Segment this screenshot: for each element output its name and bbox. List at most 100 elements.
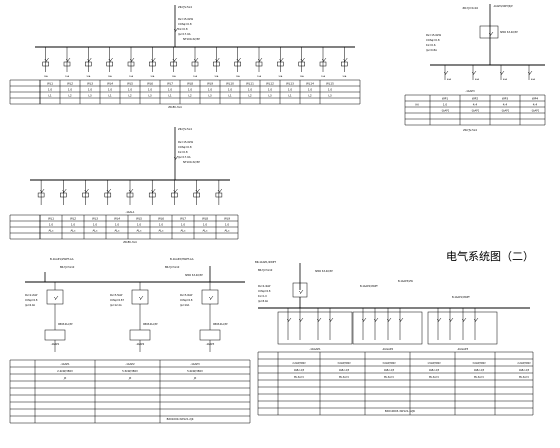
pump-breaker-symbol <box>329 317 334 323</box>
branch-breaker <box>63 61 71 67</box>
branch-breaker-symbol <box>87 58 90 62</box>
branch-breaker <box>149 61 156 67</box>
circuit-type: JX <box>128 376 132 380</box>
pump-breaker-symbol <box>461 318 465 322</box>
circuit-id: WL5 <box>127 82 133 86</box>
circuit-phase: ALc <box>224 229 229 233</box>
circuit-id: WL1 <box>47 82 53 86</box>
main-breaker-box <box>479 25 499 39</box>
branch-breaker-symbol <box>500 70 505 76</box>
circuit-phase: ALc <box>180 229 185 233</box>
row-label: (A) <box>415 103 419 107</box>
circuit-phase: L3 <box>148 94 152 98</box>
branch-breaker-symbol <box>237 57 241 63</box>
branch-breaker <box>319 61 327 67</box>
branch-breaker-symbol <box>85 188 89 194</box>
branch-breaker-symbol <box>107 188 111 194</box>
branch-breaker-symbol <box>472 70 477 76</box>
circuit-type: GSB-I-2/5 <box>384 369 395 372</box>
feeder-top-label: ZR-YJV-5x4 <box>178 127 192 131</box>
circuit-power: 1.0 <box>308 88 313 92</box>
circuit-power: 1.0 <box>71 223 76 227</box>
load-param-label: Pe=4.4kW <box>258 285 271 288</box>
circuit-power: 1.0 <box>268 88 273 92</box>
starter-breaker-symbol <box>139 295 144 301</box>
branch-breaker-symbol <box>128 189 132 193</box>
panel-ref-label: B-1bAP2/3WPT-AA <box>170 257 194 261</box>
branch-breaker-symbol <box>215 58 218 62</box>
circuit-power: 1.0 <box>115 223 120 227</box>
branch-rating: 40A <box>447 78 452 81</box>
circuit-id: -1bAP1 <box>60 362 70 366</box>
circuit-id: WL7 <box>167 82 173 86</box>
branch-breaker-symbol <box>195 189 198 193</box>
feeder-label: BR-YJV-5x10 <box>60 266 75 269</box>
branch-rating: 10A <box>108 75 113 78</box>
pump-breaker-symbol <box>298 318 302 322</box>
circuit-power: 1.0 <box>159 223 164 227</box>
load-param-label: Pe=2.2kW <box>25 294 38 297</box>
pump-breaker-symbol <box>316 318 320 322</box>
load-param-label: Pe=15.0kW <box>178 17 194 21</box>
circuit-id: WP1 <box>442 97 448 101</box>
load-param-label: Pe=5.0kW <box>180 294 193 297</box>
circuit-id: WL8 <box>187 82 193 86</box>
branch-breaker <box>106 61 113 67</box>
load-param-label: Ijs=10A <box>180 304 190 307</box>
branch-rating: 10A <box>86 75 91 78</box>
load-param-label: Ijs=8.0A <box>258 300 269 303</box>
circuit-phase: L2 <box>128 94 132 98</box>
branch-breaker-symbol <box>280 57 284 63</box>
circuit-phase: L2 <box>68 94 72 98</box>
table-note: BX010003-3W121-12JK <box>385 409 416 413</box>
main-breaker-label: SIMO 63-40/3P <box>315 270 333 273</box>
branch-breaker-symbol <box>63 188 67 194</box>
control-label: DB08-01A/3P <box>58 323 73 326</box>
circuit-power: 1.0 <box>225 223 230 227</box>
branch-breaker <box>234 61 241 67</box>
pump-breaker-symbol <box>398 318 402 322</box>
branch-breaker-symbol <box>106 189 109 193</box>
load-param-label: Ijs=6.0A <box>25 304 36 307</box>
pump-breaker-symbol <box>449 317 454 323</box>
load-param-label: Kx=1.0 <box>258 295 267 298</box>
circuit-power: 1.0 <box>168 88 173 92</box>
feeder-label: BR-YJV-5x10 <box>258 269 273 272</box>
main-breaker-label: SIMO 63-40/3P <box>185 274 203 277</box>
branch-breaker-symbol <box>443 71 447 75</box>
circuit-type: GSB-I-2/5 <box>294 369 305 372</box>
motor-starter-box <box>131 289 149 305</box>
branch-breaker-symbol <box>321 58 325 62</box>
branch-breaker-symbol <box>528 70 533 76</box>
branch-breaker-symbol <box>129 58 133 62</box>
circuit-power: 1.0 <box>328 88 333 92</box>
circuit-id: WL2 <box>70 217 76 221</box>
control-label: DB08-01A/3P <box>213 323 228 326</box>
branch-breaker-symbol <box>65 58 69 62</box>
circuit-ref: -1bAP1 <box>441 110 450 113</box>
circuit-rating: 5.5kW/380V <box>122 369 138 373</box>
circuit-phase: ALc <box>114 229 119 233</box>
circuit-phase: L1 <box>228 94 232 98</box>
branch-rating: 10A <box>236 75 241 78</box>
circuit-power: 1.0 <box>148 88 153 92</box>
branch-breaker-symbol <box>108 58 111 62</box>
branch-breaker <box>85 61 92 67</box>
motor-box <box>129 329 151 341</box>
main-breaker-symbol <box>298 290 302 294</box>
feeder-label: BR-YJV-5x10 <box>165 266 180 269</box>
panel-ref-label: B-1bAP2/4WPT <box>360 285 378 288</box>
circuit-id: -1bAP2 <box>125 362 135 366</box>
circuit-power: 1.0 <box>181 223 186 227</box>
circuit-power: 1.0 <box>203 223 208 227</box>
branch-breaker-symbol <box>258 57 263 63</box>
circuit-power: 1.0 <box>188 88 193 92</box>
circuit-rating: 2.2kW/380V <box>292 362 306 365</box>
branch-breaker-symbol <box>444 70 449 76</box>
circuit-phase: ALc <box>48 229 53 233</box>
motor-starter-box <box>46 289 64 305</box>
circuit-power: 4.4 <box>503 103 508 107</box>
circuit-type: GSB-I-2/5 <box>519 369 530 372</box>
circuit-id: WL11 <box>246 82 254 86</box>
circuit-phase: ALc <box>158 229 163 233</box>
